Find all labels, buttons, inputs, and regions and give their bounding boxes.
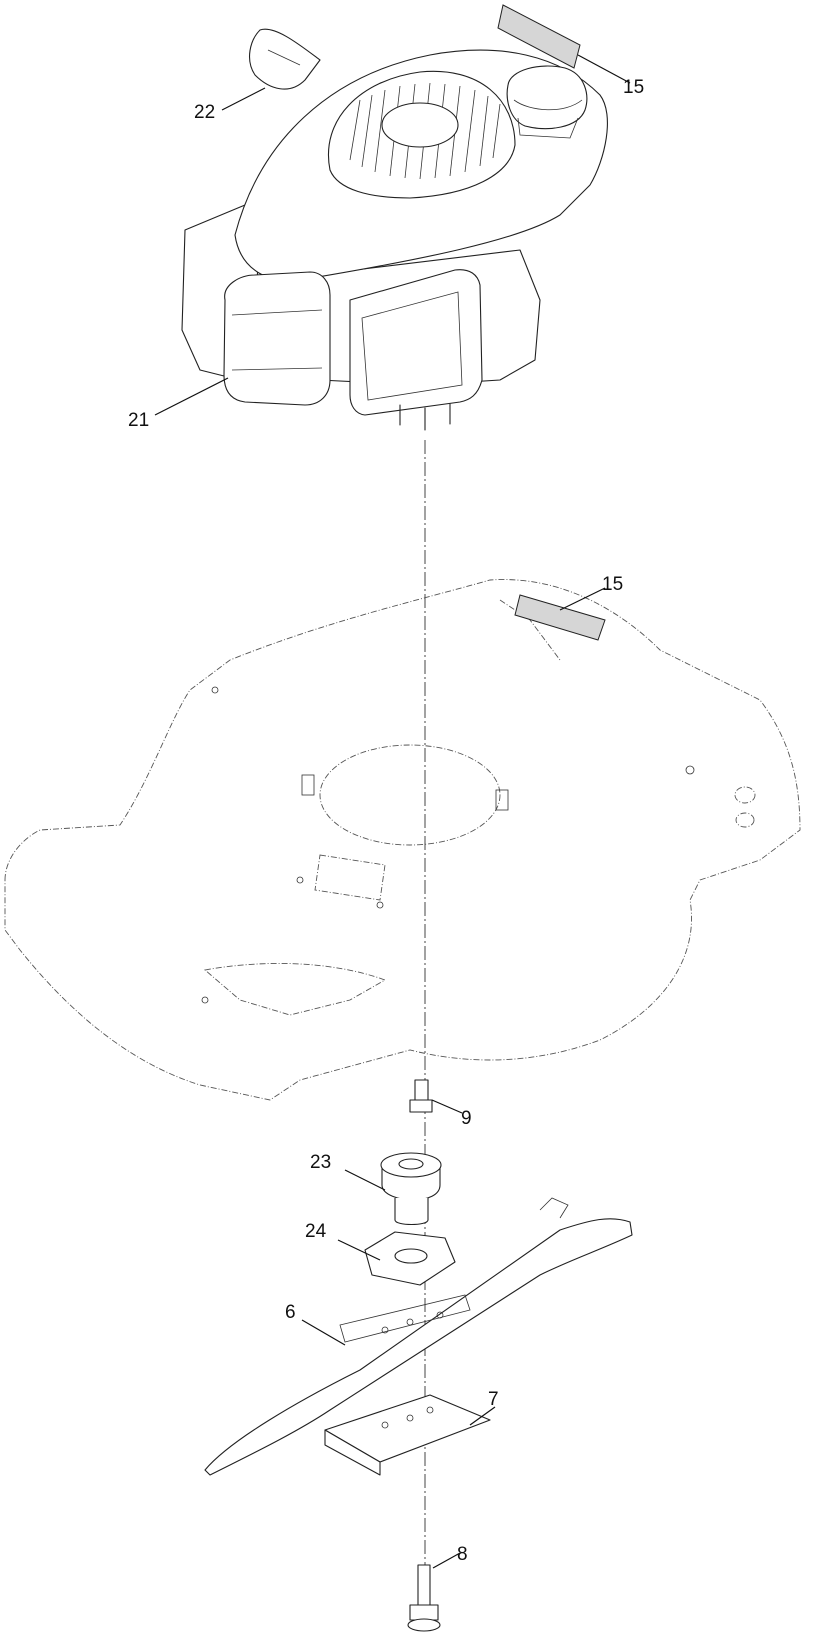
- callout-8: 8: [457, 1544, 468, 1565]
- decal-part-15-top: [497, 4, 581, 69]
- callout-6: 6: [285, 1302, 296, 1323]
- callout-22: 22: [194, 102, 215, 123]
- engine-part-21: [181, 28, 608, 431]
- bolt-part-8: [407, 1564, 441, 1632]
- blade-part-6: [204, 1197, 633, 1476]
- bolt-part-9: [409, 1079, 433, 1113]
- leader-lines: [154, 54, 631, 1569]
- spacer-part-7: [324, 1394, 491, 1476]
- mower-deck-outline: [4, 579, 801, 1101]
- decal-part-15-deck: [514, 594, 606, 641]
- callout-labels: 15 22 21 15 9 23 24 6 7 8: [128, 77, 644, 1565]
- callout-21: 21: [128, 410, 149, 431]
- callout-9: 9: [461, 1108, 472, 1129]
- callout-23: 23: [310, 1152, 331, 1173]
- stiffener-part-24: [364, 1231, 456, 1286]
- callout-15-deck: 15: [602, 574, 623, 595]
- adapter-part-23: [380, 1152, 442, 1226]
- callout-7: 7: [488, 1389, 499, 1410]
- callout-24: 24: [305, 1221, 327, 1242]
- recoil-vents: [349, 82, 501, 180]
- callout-15-top: 15: [623, 77, 644, 98]
